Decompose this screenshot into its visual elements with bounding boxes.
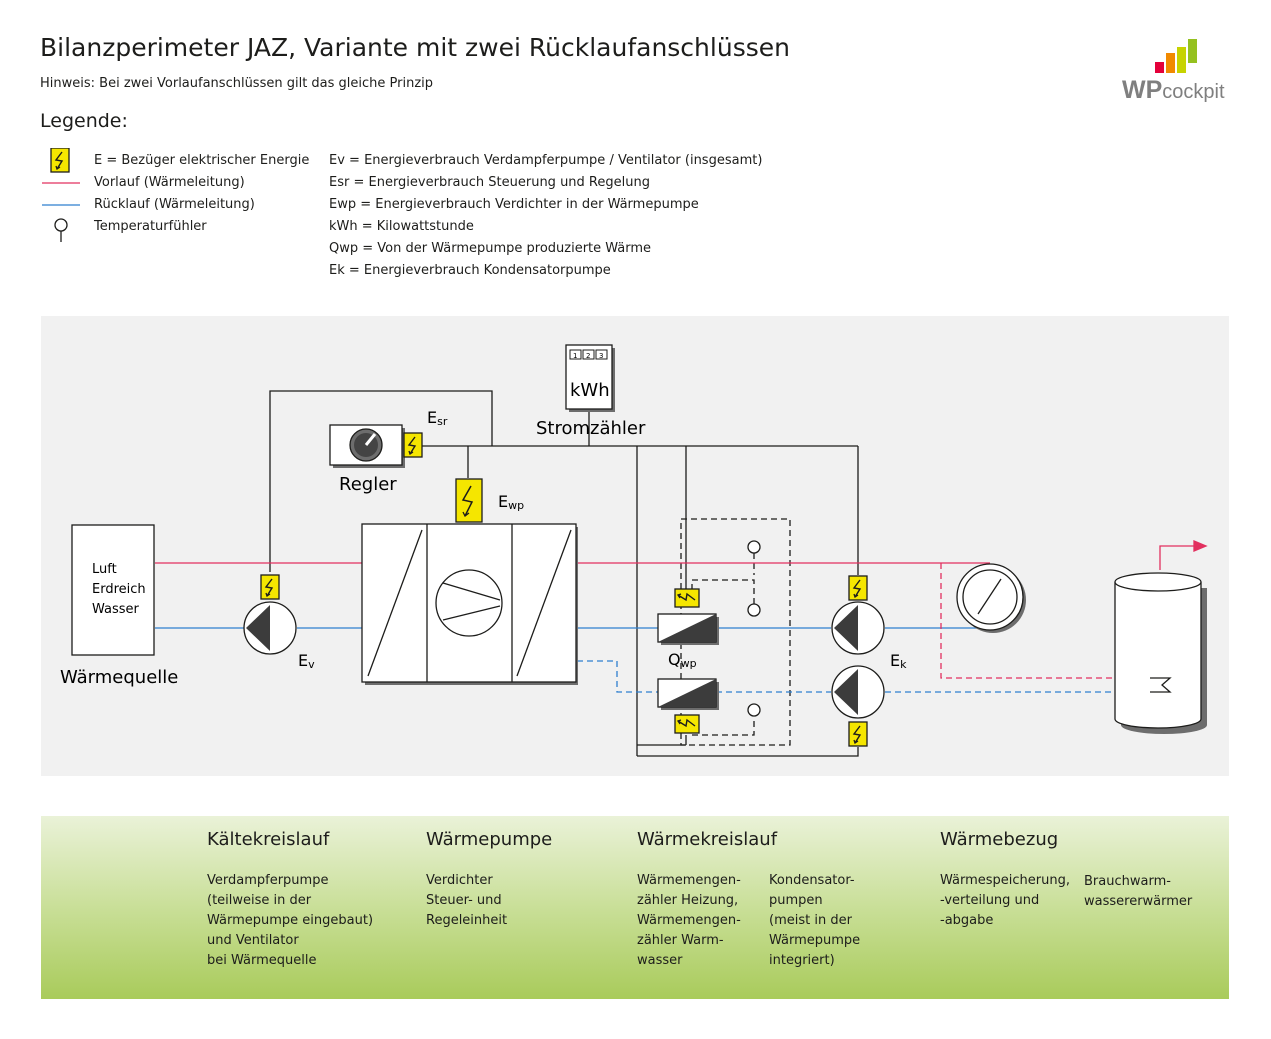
- ewp-label: Ewp: [498, 492, 524, 512]
- legend-qwp: Qwp = Von der Wärmepumpe produzierte Wär…: [329, 241, 652, 256]
- ek-label: Ek: [890, 651, 907, 671]
- meter-digit-2: 2: [586, 352, 590, 360]
- meter-digit-1: 1: [573, 352, 577, 360]
- compressor-icon: [435, 569, 503, 637]
- ewp-bolt-icon: [455, 478, 483, 523]
- page-title: Bilanzperimeter JAZ, Variante mit zwei R…: [40, 33, 790, 62]
- logo: WPcockpit: [1118, 38, 1233, 108]
- category-band: Kältekreislauf Verdampferpumpe (teilweis…: [41, 816, 1229, 999]
- pipes: [155, 540, 1208, 693]
- legend-right: Ev = Energieverbrauch Verdampferpumpe / …: [329, 153, 762, 283]
- heat-meter-bolt-icon-1: [674, 588, 700, 608]
- logo-text-light: cockpit: [1162, 81, 1225, 103]
- legend-item-sensor: Temperaturfühler: [94, 219, 207, 234]
- legend-ev: Ev = Energieverbrauch Verdampferpumpe / …: [329, 153, 763, 168]
- legend-heading: Legende:: [40, 110, 128, 132]
- ev-bolt-icon: [260, 574, 280, 600]
- esr-label: Esr: [427, 408, 448, 428]
- legend-esr: Esr = Energieverbrauch Steuerung und Reg…: [329, 175, 650, 190]
- esr-bolt-icon: [403, 432, 423, 458]
- section-text-brauchwarmwasser: Brauchwarm- wassererwärmer: [1084, 874, 1193, 909]
- logo-text-bold: WP: [1122, 76, 1163, 104]
- diagram-panel: [41, 316, 1229, 776]
- regler-label: Regler: [339, 474, 397, 495]
- heat-pump-unit: [361, 523, 578, 685]
- control-wiring: [269, 390, 859, 757]
- heat-meter-water: [657, 678, 719, 710]
- electricity-meter: 1 2 3 kWh: [565, 344, 615, 412]
- source-line-3: Wasser: [92, 602, 140, 617]
- source-label: Wärmequelle: [60, 667, 178, 688]
- section-heading-waermebezug: Wärmebezug: [940, 829, 1059, 850]
- section-text-kondensatorpumpen: Kondensator- pumpen (meist in der Wärmep…: [769, 873, 861, 968]
- ek-bolt-icon-2: [848, 721, 868, 747]
- evaporator-pump-icon: [243, 601, 297, 655]
- qwp-label: Qwp: [668, 650, 697, 670]
- ek-bolt-icon-1: [848, 575, 868, 601]
- page-subtitle: Hinweis: Bei zwei Vorlaufanschlüssen gil…: [40, 76, 434, 91]
- legend-kwh: kWh = Kilowattstunde: [329, 219, 474, 234]
- heat-meter-heating: [657, 613, 719, 645]
- source-line-2: Erdreich: [92, 582, 146, 597]
- heat-meter-bolt-icon-2: [674, 714, 700, 734]
- legend-item-energy: E = Bezüger elektrischer Energie: [94, 153, 310, 168]
- meter-digit-3: 3: [599, 352, 603, 360]
- heat-consumer-icon: [956, 563, 1026, 633]
- hot-water-tank-icon: [1114, 572, 1207, 734]
- source-line-1: Luft: [92, 562, 117, 577]
- section-text-waermebezug: Wärmespeicherung, -verteilung und -abgab…: [940, 873, 1070, 928]
- temperature-sensor-3: [747, 703, 761, 717]
- condenser-pump-heating-icon: [831, 601, 885, 655]
- temperature-sensor-2: [747, 603, 761, 617]
- legend-item-ruecklauf: Rücklauf (Wärmeleitung): [94, 197, 255, 212]
- legend-ek: Ek = Energieverbrauch Kondensatorpumpe: [329, 263, 611, 278]
- section-text-kaeltekreislauf: Verdampferpumpe (teilweise in der Wärmep…: [207, 873, 374, 968]
- section-heading-waermepumpe: Wärmepumpe: [426, 829, 553, 850]
- bolt-icon: [50, 148, 70, 173]
- logo-mark-icon: [1155, 39, 1197, 73]
- legend-item-vorlauf: Vorlauf (Wärmeleitung): [94, 175, 245, 190]
- meter-unit: kWh: [570, 380, 610, 401]
- sensor-icon: [54, 218, 68, 242]
- regler-controller: [329, 424, 405, 468]
- section-heading-kaeltekreislauf: Kältekreislauf: [207, 829, 330, 850]
- temperature-sensor-1: [747, 540, 761, 554]
- section-text-waermekreislauf: Wärmemengen- zähler Heizung, Wärmemengen…: [637, 873, 741, 968]
- section-text-waermepumpe: Verdichter Steuer- und Regeleinheit: [426, 873, 508, 928]
- meter-label: Stromzähler: [536, 418, 646, 439]
- legend-left: E = Bezüger elektrischer Energie Vorlauf…: [40, 148, 320, 248]
- legend-ewp: Ewp = Energieverbrauch Verdichter in der…: [329, 197, 699, 212]
- section-heading-waermekreislauf: Wärmekreislauf: [637, 829, 778, 850]
- heat-source-box: [71, 524, 155, 656]
- dial-icon: [349, 428, 383, 462]
- condenser-pump-water-icon: [831, 665, 885, 719]
- ev-label: Ev: [298, 651, 315, 671]
